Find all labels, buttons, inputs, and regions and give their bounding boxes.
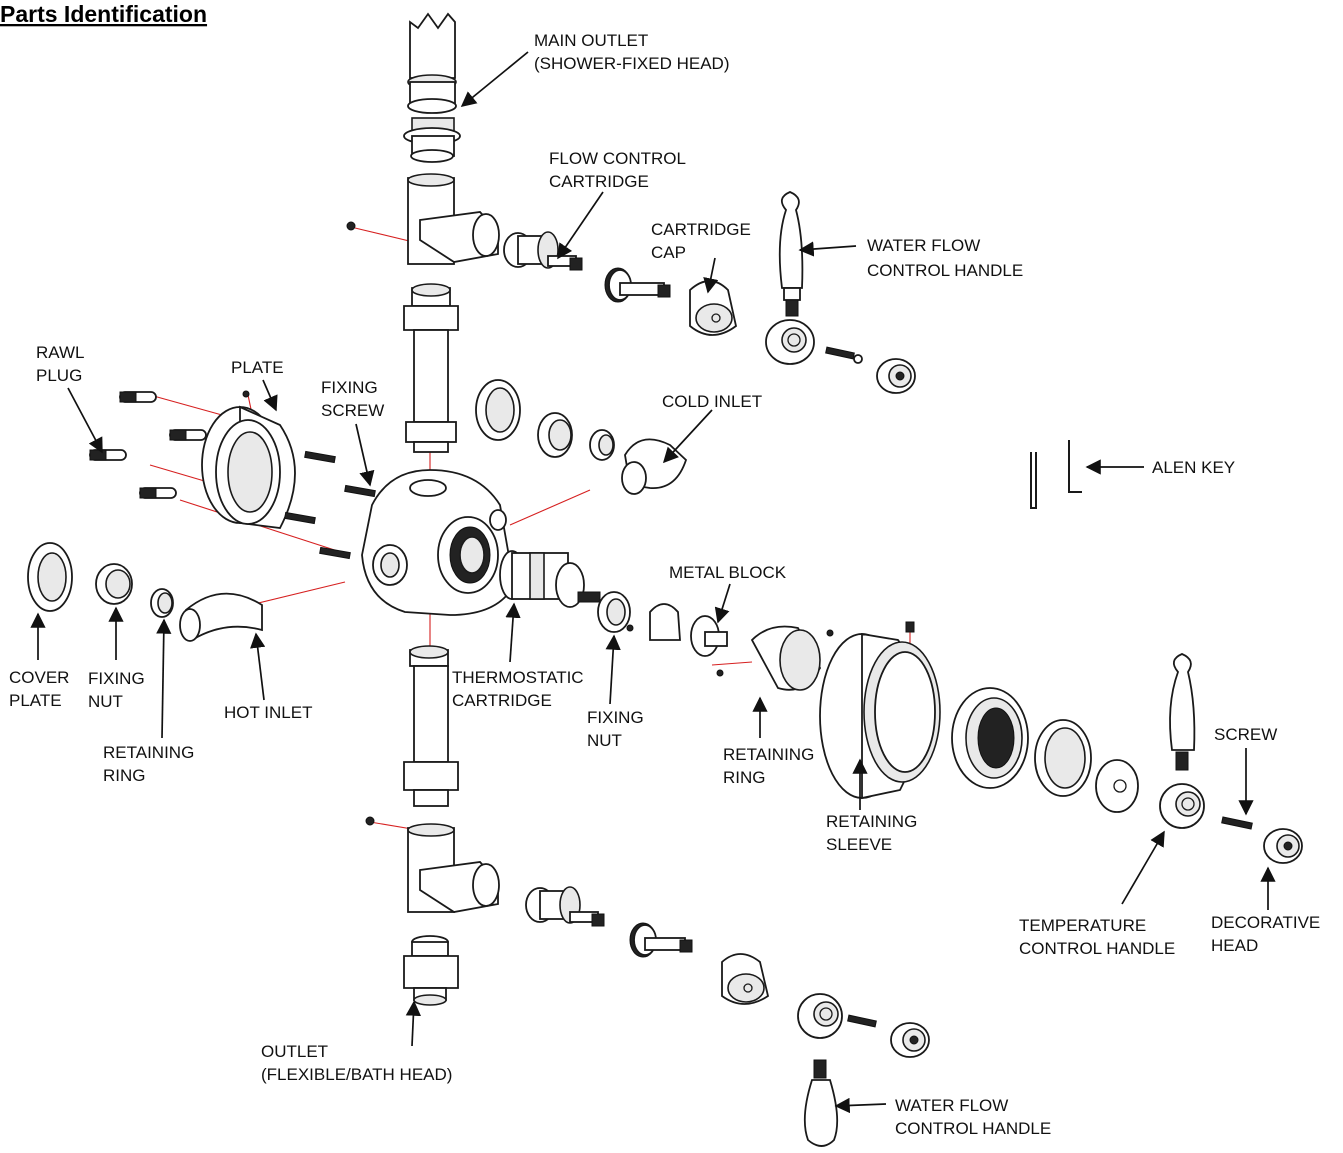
diagram-title: Parts Identification [0, 1, 207, 27]
allen-keys [1030, 440, 1082, 509]
outlet-fitting-bottom [403, 935, 459, 1006]
label-metal-block: METAL BLOCK [669, 563, 787, 582]
labels: MAIN OUTLET (SHOWER-FIXED HEAD) FLOW CON… [9, 31, 1325, 1138]
leader-arrows [30, 51, 1276, 1114]
temperature-control-handle [1159, 653, 1205, 829]
label-decorative-head: DECORATIVE HEAD [1211, 913, 1325, 955]
label-fixing-nut-left: FIXING NUT [88, 669, 149, 711]
label-cold-inlet: COLD INLET [662, 392, 762, 411]
label-main-outlet: MAIN OUTLET (SHOWER-FIXED HEAD) [534, 31, 730, 73]
grub-screw-top [346, 221, 356, 231]
upper-vertical-pipe [403, 283, 459, 453]
label-cartridge-cap: CARTRIDGE CAP [651, 220, 756, 262]
retaining-ring-right [716, 625, 834, 691]
cartridge-cap-top [689, 280, 738, 336]
flow-tee-top [407, 173, 500, 265]
cold-inlet-parts [475, 379, 688, 495]
cartridge-cap-bottom [721, 953, 770, 1005]
fixing-nut-mid [597, 591, 631, 633]
thermostatic-cartridge [499, 550, 601, 608]
decorative-head-right [1263, 828, 1303, 864]
label-temperature-control-handle: TEMPERATURE CONTROL HANDLE [1019, 916, 1175, 958]
label-outlet-bottom: OUTLET (FLEXIBLE/BATH HEAD) [261, 1042, 452, 1084]
screw-right [1221, 816, 1253, 830]
metal-block [626, 603, 728, 657]
label-retaining-sleeve: RETAINING SLEEVE [826, 812, 922, 854]
label-fixing-nut-mid: FIXING NUT [587, 708, 648, 750]
label-fixing-screw: FIXING SCREW [321, 378, 384, 420]
axis-lines [149, 227, 911, 833]
screw-top [825, 346, 863, 364]
decorative-head-bottom [890, 1022, 930, 1058]
label-water-flow-handle-bottom: WATER FLOW CONTROL HANDLE [895, 1096, 1051, 1138]
decorative-head-top [876, 358, 916, 394]
label-plate: PLATE [231, 358, 284, 377]
grub-screw-bottom [365, 816, 375, 826]
hot-inlet-parts [27, 542, 263, 642]
label-retaining-ring-left: RETAINING RING [103, 743, 199, 785]
label-water-flow-handle-top: WATER FLOW CONTROL HANDLE [867, 236, 1023, 280]
flow-tee-bottom [407, 823, 500, 913]
water-flow-handle-bottom [797, 993, 843, 1147]
fixing-screws [284, 450, 376, 560]
main-outlet-pipe [407, 12, 457, 114]
retaining-sleeve [819, 621, 941, 800]
lower-vertical-pipe [403, 645, 459, 807]
mounting-plate [201, 390, 296, 529]
label-flow-control-cartridge: FLOW CONTROL CARTRIDGE [549, 149, 690, 191]
main-valve-body [361, 469, 515, 616]
screw-bottom [847, 1014, 877, 1028]
spindle-bottom [629, 922, 693, 958]
trim-rings [951, 687, 1139, 813]
label-screw: SCREW [1214, 725, 1277, 744]
rawl-plugs [89, 391, 207, 499]
label-alen-key: ALEN KEY [1152, 458, 1235, 477]
label-thermostatic-cartridge: THERMOSTATIC CARTRIDGE [452, 668, 588, 710]
spindle-top [604, 267, 671, 303]
flow-control-cartridge-bottom [525, 886, 605, 927]
outlet-fitting-top [403, 117, 461, 163]
label-hot-inlet: HOT INLET [224, 703, 312, 722]
label-retaining-ring-right: RETAINING RING [723, 745, 819, 787]
label-cover-plate: COVER PLATE [9, 668, 74, 710]
label-rawl-plug: RAWL PLUG [36, 343, 89, 385]
water-flow-handle-top [765, 191, 815, 365]
flow-control-cartridge-top [503, 231, 583, 271]
